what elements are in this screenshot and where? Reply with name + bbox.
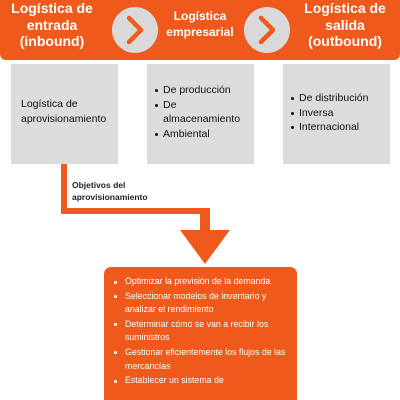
- connector-horizontal-line: [61, 208, 210, 214]
- list-item: Ambiental: [155, 127, 254, 142]
- inbound-box: Logística de aprovisionamiento: [11, 64, 118, 164]
- connector-label: Objetivos del aprovisionamiento: [72, 180, 148, 202]
- business-box: De producción De almacenamiento Ambienta…: [147, 64, 254, 164]
- list-item: De almacenamiento: [155, 98, 254, 127]
- objectives-list: Optimizar la previsión de la demanda Sel…: [110, 275, 291, 388]
- inbound-title: Logística de entrada (inbound): [11, 0, 93, 49]
- arrow-stem: [200, 208, 210, 232]
- list-item: Establecer un sistema de: [110, 374, 291, 388]
- list-item: De distribución: [291, 91, 390, 106]
- list-item: Gestionar eficientemente los flujos de l…: [110, 346, 291, 373]
- list-item: Internacional: [291, 120, 390, 135]
- chevron-right-icon: [244, 7, 290, 53]
- business-list: De producción De almacenamiento Ambienta…: [155, 83, 254, 141]
- outbound-box: De distribución Inversa Internacional: [283, 64, 390, 164]
- list-item: Determinar cómo se van a recibir los sum…: [110, 318, 291, 345]
- list-item: Inversa: [291, 106, 390, 121]
- outbound-list: De distribución Inversa Internacional: [291, 91, 390, 135]
- list-item: De producción: [155, 83, 254, 98]
- arrow-down-icon: [180, 230, 230, 269]
- list-item: Optimizar la previsión de la demanda: [110, 275, 291, 289]
- business-title: Logística empresarial: [166, 9, 234, 39]
- inbound-box-text: Logística de aprovisionamiento: [21, 98, 107, 125]
- outbound-title: Logística de salida (outbound): [304, 0, 386, 49]
- objectives-box: Optimizar la previsión de la demanda Sel…: [104, 267, 297, 400]
- connector-vertical-line: [61, 164, 67, 214]
- list-item: Seleccionar modelos de inventario y anal…: [110, 290, 291, 317]
- chevron-right-icon: [112, 7, 158, 53]
- logistics-header-bar: Logística de entrada (inbound) Logística…: [0, 0, 400, 60]
